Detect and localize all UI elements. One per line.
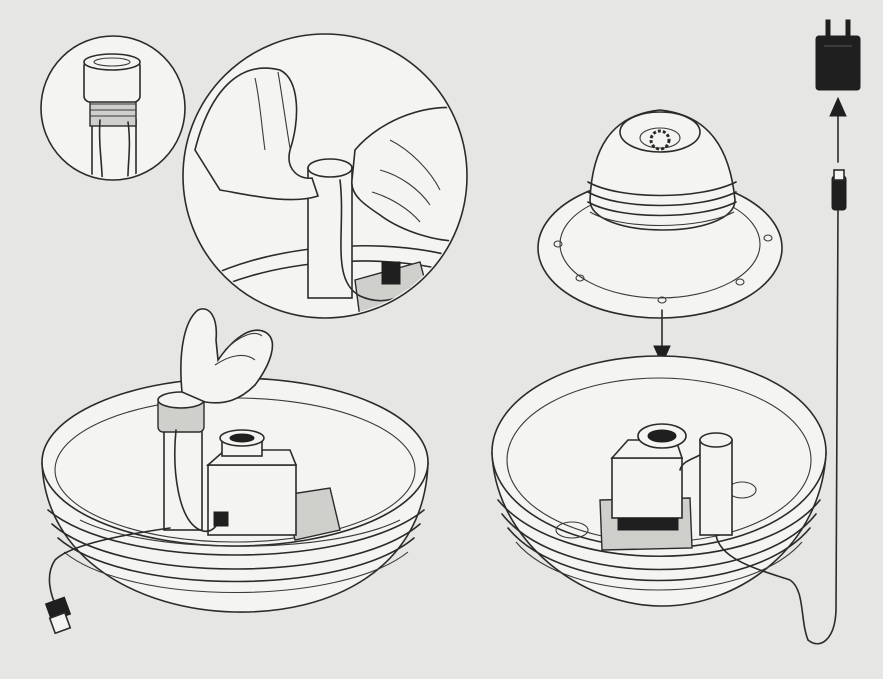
up-arrow-icon: [829, 96, 847, 163]
power-cable: [807, 169, 847, 645]
diffuser-cover: [537, 109, 783, 319]
zoom-inset-large: [182, 33, 468, 319]
reservoir-base-left: [41, 308, 429, 613]
zoom-inset-small: [40, 35, 186, 181]
reservoir-base-right: [491, 355, 827, 641]
down-arrow-icon: [653, 309, 671, 366]
power-adapter-icon: [815, 19, 861, 91]
usb-plug-icon: [44, 596, 72, 635]
